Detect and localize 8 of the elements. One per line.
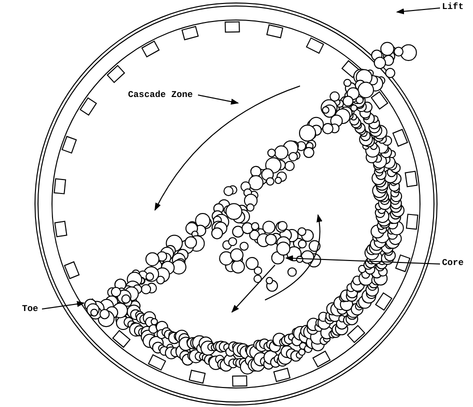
leader-line <box>285 255 440 264</box>
leader-line <box>42 301 85 310</box>
callout-label: Cascade Zone <box>128 90 193 101</box>
callout-label: Lift <box>442 2 464 13</box>
callout-label: Toe <box>22 304 38 315</box>
callout-label: Core <box>442 258 464 269</box>
leader-line <box>396 8 440 14</box>
leader-line <box>198 94 239 105</box>
